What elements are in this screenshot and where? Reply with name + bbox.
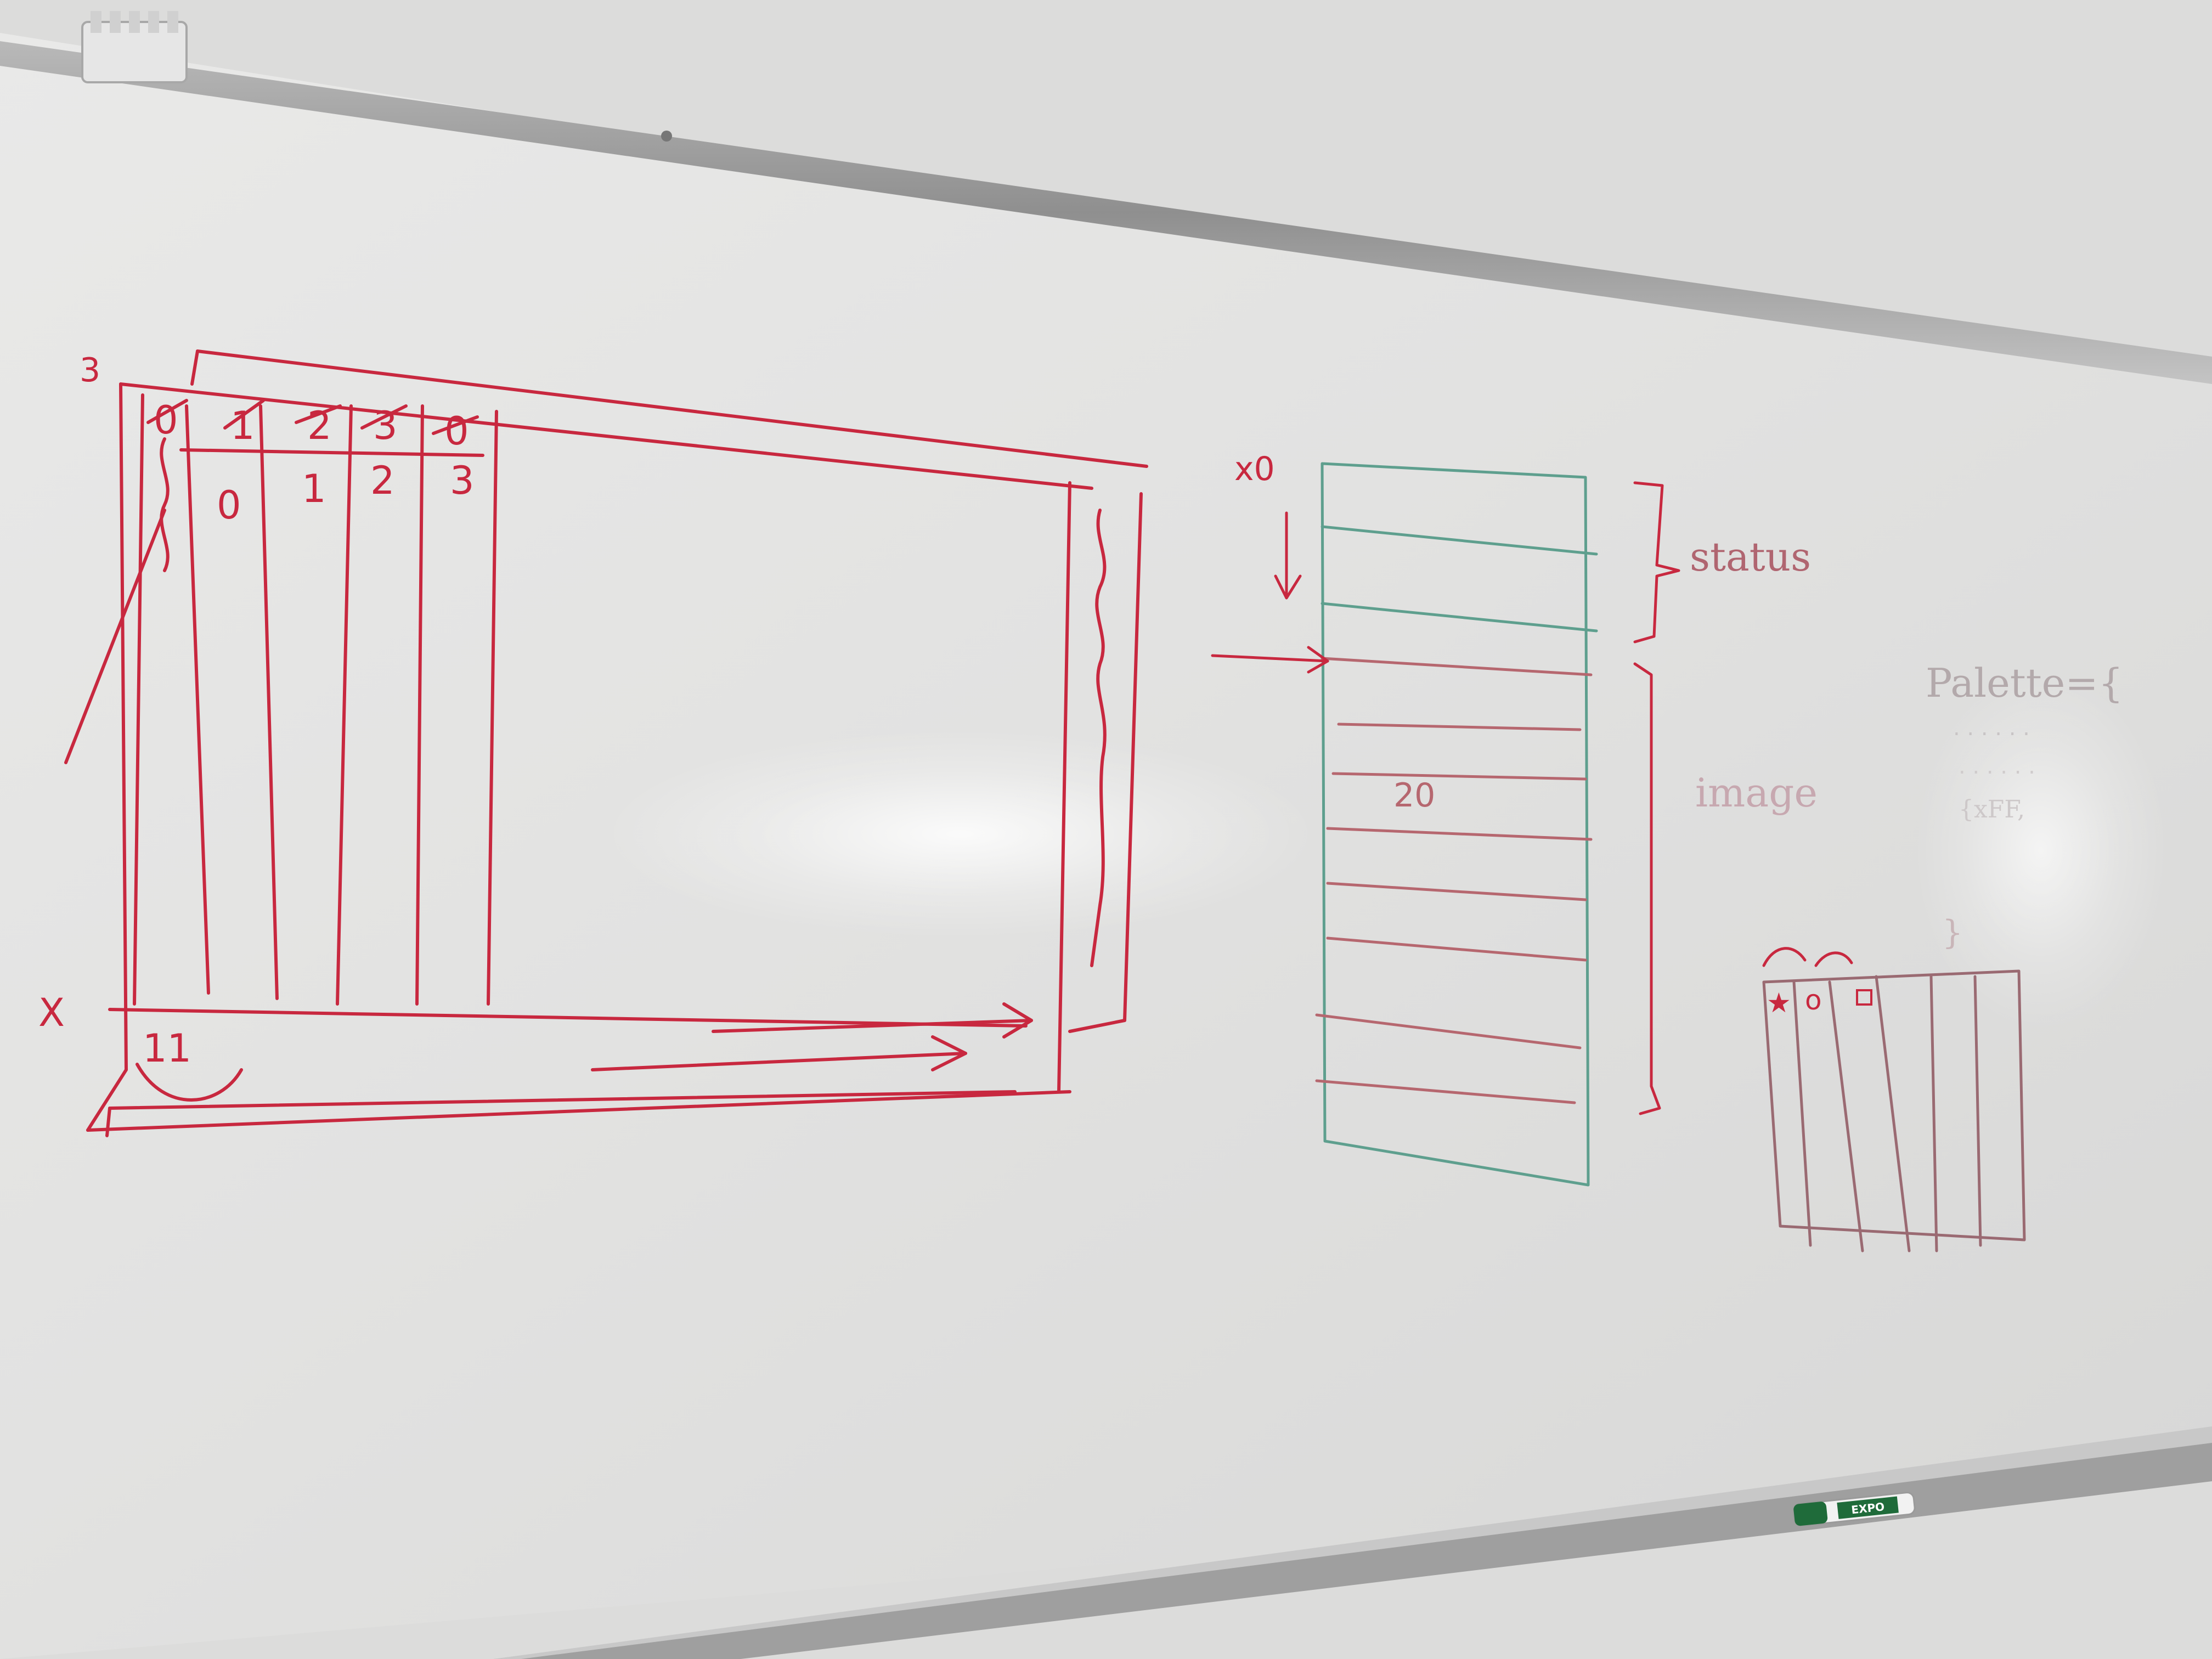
column-line-left [133,393,144,1006]
palette-star-icon: ★ [1767,987,1791,1019]
column-line-1 [185,404,210,995]
memory-box-outline [1321,462,1590,1187]
left-frame-top [196,349,1148,468]
column-line-5 [487,410,498,1006]
palette-square-icon [1856,989,1872,1006]
label-eleven: 11 [143,1026,191,1071]
glare-highlight [603,730,1317,938]
top-rail [0,41,2212,384]
left-diagram: 3 0 1 2 3 0 0 1 2 3 X 11 [38,349,1148,1137]
pointer-arrow [1211,654,1329,663]
arrow-long-head [931,1035,967,1071]
row-line [179,448,484,457]
arrow-right-head [1002,1002,1033,1039]
palette-grid-outline [1762,969,2026,1242]
palette-dots-2: . . . . . . [1959,754,2035,779]
status-row-2 [1321,602,1598,633]
crossed-row: 0 1 2 3 0 [146,398,479,454]
rail-screw [661,131,672,142]
rail-clip [81,11,188,83]
image-row-4 [1326,882,1587,901]
label-x0: x0 [1234,450,1275,488]
image-row-1 [1337,723,1582,731]
column-line-3 [336,404,353,1006]
palette-col-5 [1973,975,1982,1247]
palette-col-2 [1828,980,1864,1252]
arrow-right [712,1019,1033,1033]
strike-4 [432,415,479,435]
palette-arrow-2 [1814,951,1853,967]
middle-diagram: x0 20 status image [1211,450,1818,1187]
status-brace [1633,481,1680,644]
image-row-3 [1326,827,1593,841]
label-status: status [1690,534,1811,580]
digit-1: 1 [302,466,326,511]
strike-2 [295,404,342,424]
crossed-digit-4: 0 [444,409,469,454]
image-row-5 [1326,936,1587,962]
image-row-2 [1331,772,1587,781]
digit-row: 0 1 2 3 [217,458,475,528]
image-brace [1633,662,1661,1115]
pointer-arrow-head [1307,646,1329,674]
smile-curve [136,1063,243,1102]
right-squiggle [1090,509,1107,967]
glare-highlight-right [1915,669,2167,1031]
column-line-2 [259,404,279,1000]
image-row-0 [1321,657,1593,676]
label-image: image [1695,770,1818,816]
marker-tray-lip [494,1426,2212,1659]
left-squiggle [160,437,170,572]
digit-2: 2 [370,458,395,503]
label-three: 3 [80,351,100,390]
strike-0 [146,399,188,424]
digit-0: 0 [217,483,241,528]
left-frame-left-outer [190,349,199,386]
label-x: X [38,990,65,1035]
palette-dots-1: . . . . . . [1953,715,2030,741]
marker-pen: EXPO [1792,1492,1916,1527]
status-row-1 [1321,525,1598,556]
crossed-digit-0: 0 [154,398,178,443]
label-twenty: 20 [1393,776,1435,815]
image-row-6 [1315,1013,1582,1049]
palette-circle-cell: o [1805,984,1822,1016]
crossed-digit-3: 3 [373,403,398,448]
digit-3: 3 [450,458,475,503]
left-frame-right [1068,492,1143,1033]
palette-close: } [1942,913,1963,952]
image-row-7 [1315,1079,1576,1104]
left-frame-right-inner [1057,481,1071,1093]
left-diagonal-line [64,509,166,764]
arrow-long [591,1052,967,1071]
right-diagram: Palette={ . . . . . . . . . . . . {xFF, … [1762,660,2123,1252]
left-frame-bottom [86,1090,1071,1132]
palette-line: {xFF, [1959,795,2025,823]
strike-1 [223,399,265,430]
palette-col-1 [1792,980,1812,1247]
column-line-4 [415,404,424,1006]
down-arrow-head [1274,574,1302,600]
bottom-band-bottom [108,1090,1017,1110]
left-frame-left [86,382,128,1132]
palette-col-4 [1929,975,1938,1252]
label-palette: Palette={ [1926,660,2123,706]
left-tick [105,1107,111,1137]
left-frame-inner-top [119,382,1093,490]
palette-arrow-1 [1762,947,1807,967]
palette-col-3 [1875,975,1911,1252]
strike-3 [360,404,408,430]
bottom-band-top [108,1008,1028,1028]
